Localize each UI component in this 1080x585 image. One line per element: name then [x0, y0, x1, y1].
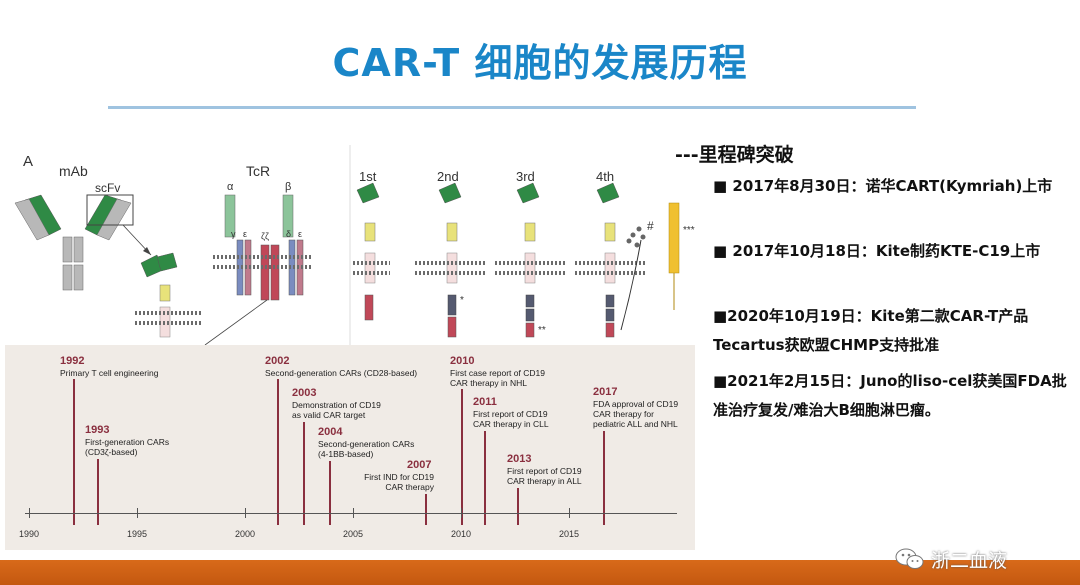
label-delta: δ — [286, 229, 292, 239]
event-line — [484, 431, 486, 525]
event-year: 2017 — [593, 386, 618, 398]
event-desc: First case report of CD19 CAR therapy in… — [450, 368, 545, 388]
label-star-2: ** — [538, 325, 546, 336]
axis-tick-label: 2010 — [451, 529, 472, 539]
car-gen-1 — [353, 182, 390, 321]
label-gen-4: 4th — [596, 169, 615, 184]
timeline-axis — [25, 513, 677, 514]
event-desc: Second-generation CARs (CD28-based) — [265, 368, 418, 378]
axis-tick — [29, 508, 30, 518]
axis-tick — [245, 508, 246, 518]
event-line — [73, 379, 75, 525]
event-desc: First-generation CARs (CD3ζ-based) — [85, 437, 170, 457]
event-line — [97, 459, 99, 525]
event-line — [425, 494, 427, 525]
event-line — [303, 422, 305, 525]
car-construct-basic — [135, 252, 201, 338]
label-gen-2: 2nd — [437, 169, 459, 184]
antibody-shape — [14, 194, 132, 291]
car-structure-panel: A mAb scFv TcR α β γ ε ζζ δ ε 1st 2nd 3r… — [5, 145, 695, 346]
watermark: 浙二血液 — [895, 543, 1007, 575]
panel-letter: A — [23, 153, 34, 170]
axis-tick — [461, 508, 462, 518]
event-line — [329, 461, 331, 525]
label-scfv: scFv — [95, 181, 121, 195]
label-beta: β — [285, 181, 292, 193]
car-gen-3 — [495, 182, 565, 338]
label-alpha: α — [227, 181, 234, 193]
label-epsilon: ε — [243, 229, 248, 239]
label-mab: mAb — [59, 163, 88, 179]
event-desc: First report of CD19 CAR therapy in CLL — [473, 409, 549, 429]
milestone-item: ■2021年2月15日：Juno的liso-cel获美国FDA批准治疗复发/难治… — [713, 372, 1067, 419]
car-structure-diagram — [14, 145, 680, 346]
event-year: 2003 — [292, 387, 317, 399]
label-gamma: γ — [231, 229, 236, 239]
title-divider — [108, 106, 916, 109]
event-line — [517, 488, 519, 525]
milestones-heading: ---里程碑突破 — [675, 144, 794, 166]
milestone-item: ■ 2017年10月18日：Kite制药KTE-C19上市 — [713, 242, 1041, 260]
watermark-text: 浙二血液 — [931, 549, 1008, 572]
yellow-receptor — [668, 202, 680, 274]
label-hash: # — [647, 219, 654, 233]
car-t-timeline: 1992 Primary T cell engineering 1993 Fir… — [5, 345, 695, 550]
event-year: 2002 — [265, 355, 290, 367]
slide-title: CAR-T 细胞的发展历程 — [332, 41, 748, 85]
event-year: 2004 — [318, 426, 343, 438]
label-zeta: ζζ — [261, 231, 269, 241]
label-gen-3: 3rd — [516, 169, 535, 184]
footer-bar — [0, 560, 1080, 585]
event-year: 2007 — [407, 459, 432, 471]
event-desc: First report of CD19 CAR therapy in ALL — [507, 466, 582, 486]
axis-tick-label: 1990 — [19, 529, 40, 539]
event-year: 1993 — [85, 424, 110, 436]
event-year: 2011 — [473, 396, 497, 408]
car-gen-4 — [575, 182, 646, 338]
event-line — [603, 431, 605, 525]
milestone-item: ■2020年10月19日：Kite第二款CAR-T产品Tecartus获欧盟CH… — [713, 307, 1029, 354]
event-year: 2013 — [507, 453, 532, 465]
event-desc: FDA approval of CD19 CAR therapy for ped… — [593, 399, 679, 429]
event-desc: Second-generation CARs (4-1BB-based) — [318, 439, 415, 459]
event-year: 2010 — [450, 355, 475, 367]
event-line — [461, 389, 463, 525]
event-line — [277, 379, 279, 525]
label-tcr: TcR — [246, 163, 271, 179]
event-desc: Demonstration of CD19 as valid CAR targe… — [292, 400, 381, 420]
axis-tick — [569, 508, 570, 518]
car-t-figure: A mAb scFv TcR α β γ ε ζζ δ ε 1st 2nd 3r… — [5, 145, 695, 550]
axis-tick — [353, 508, 354, 518]
car-gen-2 — [415, 182, 485, 338]
event-desc: Primary T cell engineering — [60, 368, 159, 378]
milestone-item: ■ 2017年8月30日：诺华CART(Kymriah)上市 — [713, 177, 1053, 195]
label-epsilon-2: ε — [298, 229, 303, 239]
event-desc: First IND for CD19 CAR therapy — [364, 472, 434, 492]
event-year: 1992 — [60, 355, 85, 367]
wechat-icon — [895, 548, 924, 569]
label-star-1: * — [460, 295, 464, 306]
axis-tick-label: 1995 — [127, 529, 148, 539]
label-star-3: *** — [683, 225, 695, 236]
axis-tick-label: 2015 — [559, 529, 580, 539]
label-gen-1: 1st — [359, 169, 377, 184]
axis-tick-label: 2005 — [343, 529, 364, 539]
tcr-complex — [204, 194, 313, 346]
axis-tick — [137, 508, 138, 518]
axis-tick-label: 2000 — [235, 529, 256, 539]
